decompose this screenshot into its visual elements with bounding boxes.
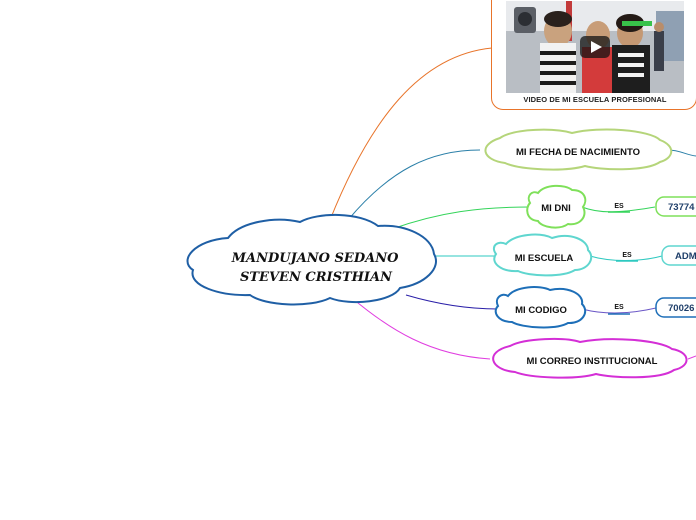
central-title-line1: MANDUJANO SEDANO [231,251,399,266]
topic-codigo-label: MI CODIGO [515,305,567,316]
codigo-value-box[interactable]: 70026 [656,298,696,317]
escuela-value-text: ADM [675,251,696,262]
dni-connector-label: ES [614,203,624,210]
play-icon[interactable] [580,36,610,58]
central-topic[interactable]: MANDUJANO SEDANO STEVEN CRISTHIAN [188,215,436,305]
topic-correo-label: MI CORREO INSTITUCIONAL [527,356,658,367]
topic-dni-label: MI DNI [541,203,571,214]
topic-escuela[interactable]: MI ESCUELA [494,235,591,276]
codigo-value-text: 70026 [668,303,694,314]
escuela-connector-label: ES [622,252,632,259]
video-caption: VIDEO DE MI ESCUELA PROFESIONAL [492,95,696,104]
topic-dni[interactable]: MI DNI [527,186,585,228]
connector-correo [688,356,696,359]
branch-codigo [406,295,498,309]
topic-escuela-label: MI ESCUELA [515,253,574,264]
topic-correo-institucional[interactable]: MI CORREO INSTITUCIONAL [493,339,686,378]
video-node[interactable]: VIDEO DE MI ESCUELA PROFESIONAL [491,0,696,110]
branch-video [330,48,492,220]
topic-codigo[interactable]: MI CODIGO [496,287,585,327]
escuela-value-box[interactable]: ADM [662,246,696,265]
dni-value-box[interactable]: 73774 [656,197,696,216]
codigo-connector-label: ES [614,304,624,311]
central-title-line2: STEVEN CRISTHIAN [240,270,393,285]
topic-fecha-nacimiento[interactable]: MI FECHA DE NACIMIENTO [485,129,671,169]
dni-value-text: 73774 [668,202,695,213]
video-thumbnail[interactable] [506,1,684,93]
branch-fecha [348,150,480,220]
branch-dni [392,207,530,229]
topic-fecha-label: MI FECHA DE NACIMIENTO [516,147,640,158]
